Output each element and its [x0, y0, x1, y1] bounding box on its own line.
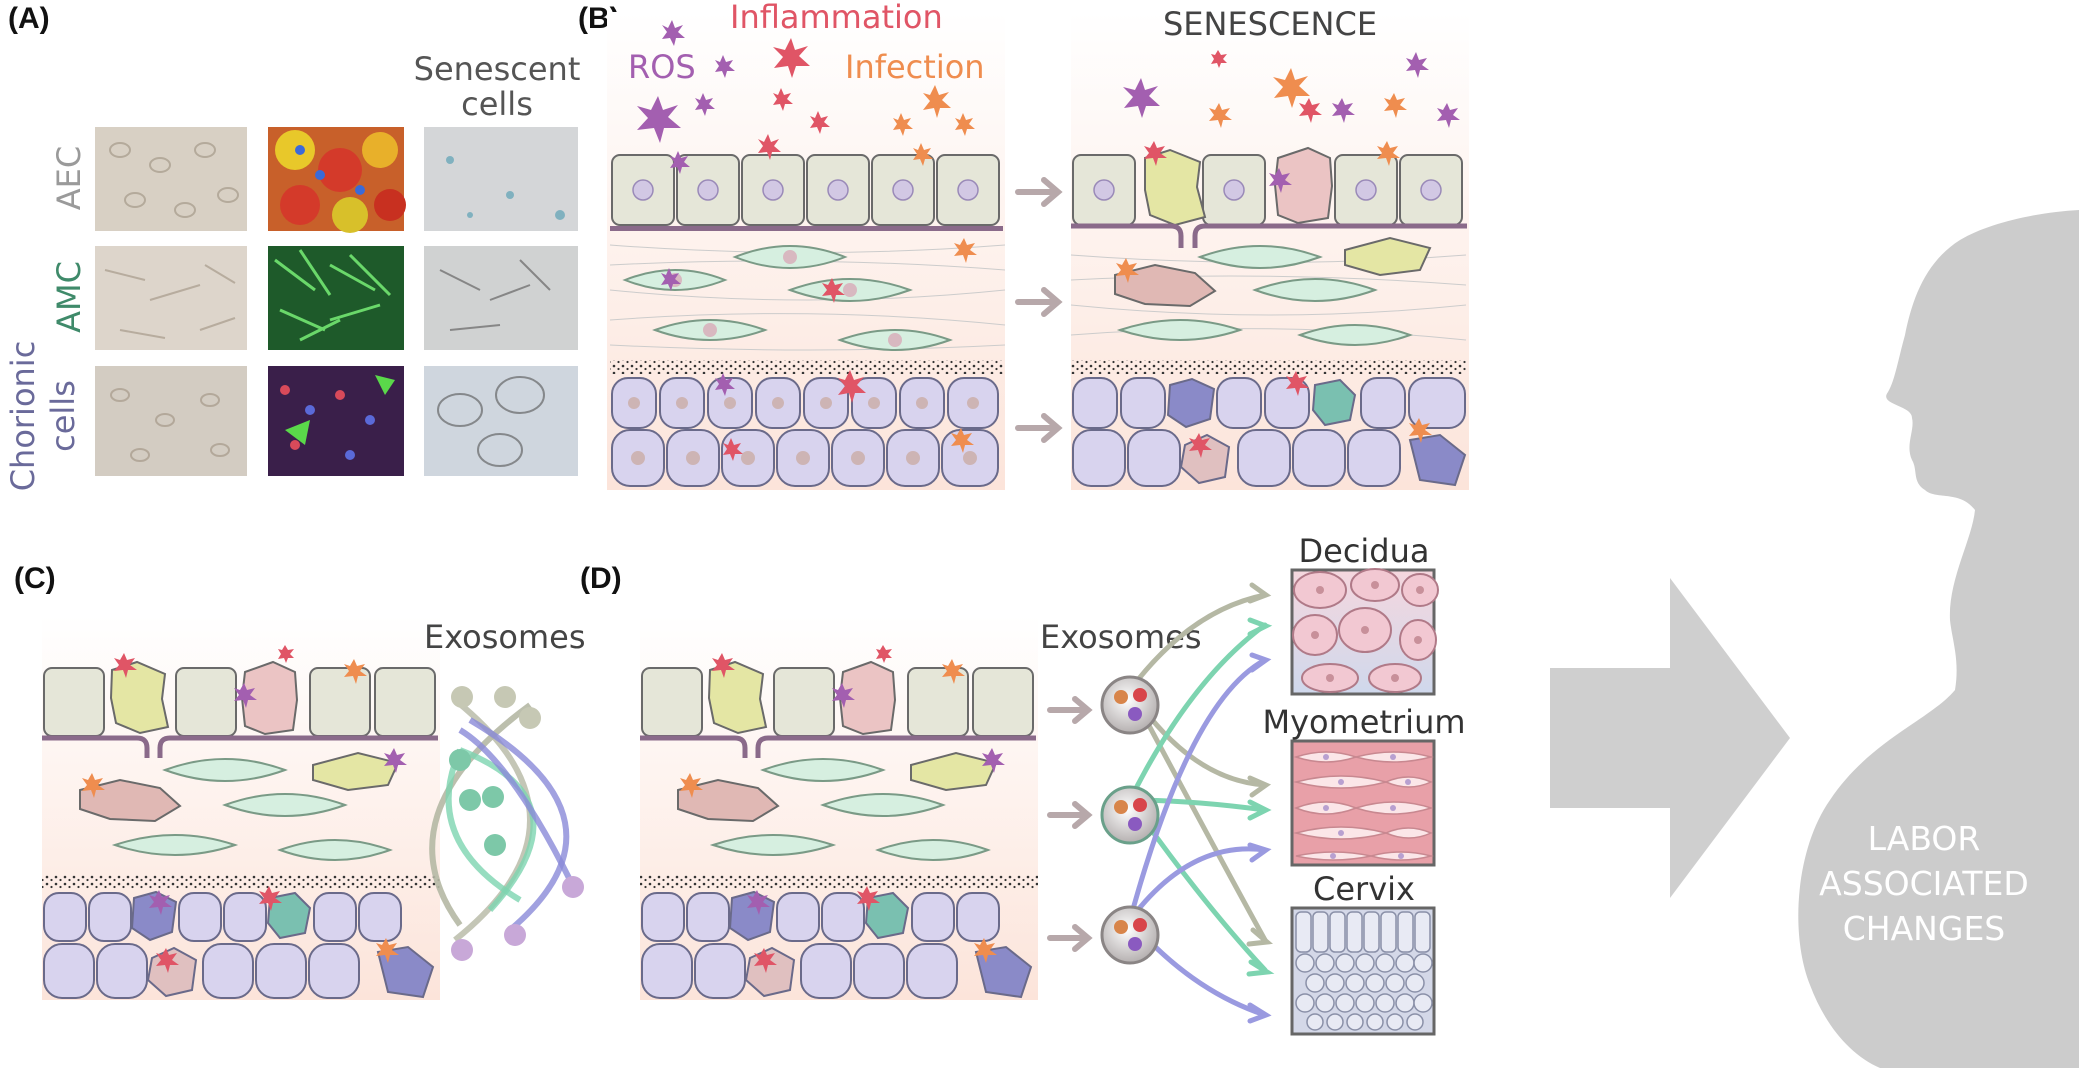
myometrium-label: Myometrium [1262, 703, 1465, 741]
micrograph-aec-senescent [424, 127, 578, 231]
micrograph-grid [95, 127, 578, 476]
panel-d: (D) Exosomes [580, 532, 1466, 1036]
outcome-section: LABOR ASSOCIATED CHANGES [1550, 210, 2079, 1068]
panel-c-label: (C) [14, 562, 56, 595]
exosome-vesicle [1100, 905, 1160, 965]
stress-particles [637, 20, 977, 461]
decidua-label: Decidua [1298, 532, 1429, 570]
row-label-aec: AEC [50, 146, 88, 210]
micrograph-amc-brightfield [95, 246, 247, 350]
exosome-vesicles-d [1100, 675, 1160, 965]
cervix-label: Cervix [1313, 870, 1415, 908]
micrograph-amc-fluorescent [268, 246, 404, 350]
panel-b: (B) ROS Inflammation Infection SENESCENC… [578, 0, 1469, 490]
senescence-label: SENESCENCE [1163, 5, 1377, 43]
exosomes-label-c: Exosomes [424, 618, 586, 656]
micrograph-chorion-brightfield [95, 366, 247, 476]
transition-arrows [1015, 177, 1063, 443]
exosomes-label-d: Exosomes [1040, 618, 1202, 656]
big-arrow [1550, 578, 1790, 898]
basement-membrane [610, 226, 1003, 231]
panel-d-label: (D) [580, 562, 622, 595]
senescent-header-line2: cells [461, 85, 533, 123]
micrograph-aec-brightfield [95, 127, 247, 231]
chorion-before [611, 377, 999, 487]
myometrium-tissue [1290, 739, 1436, 867]
micrograph-chorion-senescent [424, 366, 578, 476]
exosome-vesicle [1100, 675, 1160, 735]
panel-a-label: (A) [8, 2, 50, 35]
extracellular-matrix-dots [610, 360, 1003, 374]
micrograph-amc-senescent [424, 246, 578, 350]
row-label-chorionic-line2: cells [44, 380, 82, 452]
row-label-amc: AMC [50, 261, 88, 333]
senescent-amnion-cell [1273, 146, 1334, 225]
amnion-epithelium-before [610, 154, 1003, 231]
row-label-chorionic-line1: Chorionic [4, 341, 42, 492]
decidua-tissue [1290, 568, 1439, 696]
exosome-vesicle [1100, 785, 1160, 845]
outcome-line3: CHANGES [1843, 909, 2006, 948]
senescent-amnion-cell [1144, 148, 1207, 227]
panel-a: (A) Senescent cells AEC AMC Chorionic ce… [4, 2, 580, 491]
outcome-line2: ASSOCIATED [1819, 864, 2029, 903]
cervix-tissue [1290, 906, 1436, 1036]
pregnant-woman-silhouette [1798, 210, 2079, 1068]
panel-c: (C) Exosomes [14, 562, 586, 1000]
exosome-exchange-c [429, 697, 573, 943]
release-arrows [1047, 696, 1093, 952]
infection-label: Infection [845, 48, 985, 86]
tissue-after [1070, 50, 1467, 487]
outcome-line1: LABOR [1868, 819, 1981, 858]
inflammation-label: Inflammation [730, 0, 943, 36]
exosome-vesicles-c [449, 686, 584, 961]
senescent-header-line1: Senescent [414, 50, 581, 88]
ros-label: ROS [628, 48, 696, 86]
